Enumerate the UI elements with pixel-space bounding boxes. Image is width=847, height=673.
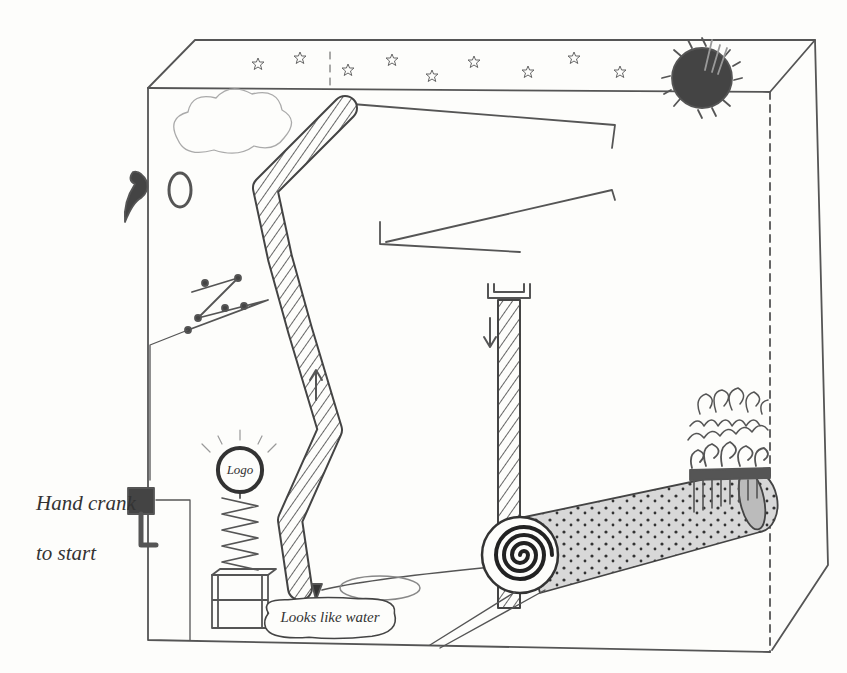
- water-note: Looks like water: [260, 594, 400, 642]
- node-text: Logo: [227, 463, 254, 478]
- logo-ball: Logo: [217, 447, 263, 493]
- node-text: Looks like water: [280, 609, 379, 626]
- start-note: Hand crank to start: [36, 478, 152, 579]
